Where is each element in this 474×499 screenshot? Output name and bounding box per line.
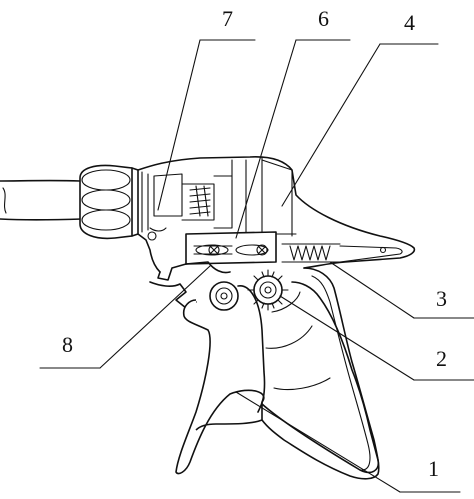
leader-lines xyxy=(39,39,474,493)
cable xyxy=(0,179,83,221)
handle-grip xyxy=(261,267,380,480)
adjustment-plate xyxy=(185,231,277,265)
gear-left xyxy=(209,281,239,311)
callout-2: 2 xyxy=(436,346,447,371)
frame xyxy=(149,261,231,309)
nose xyxy=(339,245,403,263)
housing xyxy=(137,156,416,273)
callout-4: 4 xyxy=(404,10,415,35)
callout-6: 6 xyxy=(318,6,329,31)
callout-8: 8 xyxy=(62,332,73,357)
knurled-nut xyxy=(79,164,139,240)
callout-labels: 7 6 4 3 8 2 1 xyxy=(62,6,447,481)
left-spring xyxy=(189,185,211,217)
trigger-lever xyxy=(175,281,380,475)
callout-1: 1 xyxy=(428,456,439,481)
gear-2 xyxy=(247,269,289,311)
callout-7: 7 xyxy=(222,6,233,31)
callout-3: 3 xyxy=(436,286,447,311)
